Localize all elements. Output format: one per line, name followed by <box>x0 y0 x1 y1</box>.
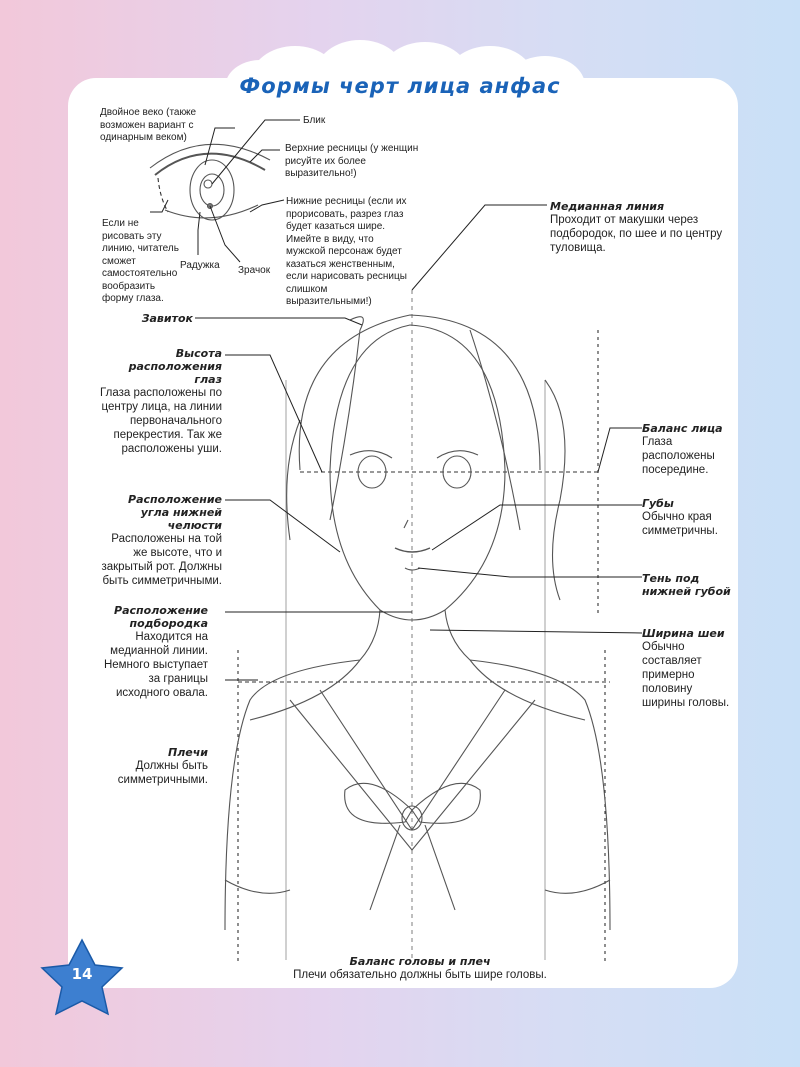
page-number: 14 <box>71 965 93 983</box>
label-chin: Расположение подбородка Находится на мед… <box>98 604 208 700</box>
label-median-line: Медианная линия Проходит от макушки чере… <box>550 200 730 255</box>
face-balance-heading: Баланс лица <box>642 422 723 435</box>
cloud-bump <box>505 56 585 116</box>
label-double-lid: Двойное веко (также возможен вариант с о… <box>100 107 197 143</box>
label-lip-shadow: Тень под нижней губой <box>642 572 732 598</box>
label-eye-height: Высота расположения глаз Глаза расположе… <box>98 347 222 456</box>
label-neck: Ширина шеи Обычно составляет примерно по… <box>642 627 732 710</box>
label-pupil: Зрачок <box>238 265 271 276</box>
jaw-text: Расположены на той же высоте, что и закр… <box>101 533 222 587</box>
eye-height-text: Глаза расположены по центру лица, на лин… <box>100 387 222 455</box>
page-title: Формы черт лица анфас <box>239 74 561 98</box>
label-head-shoulder-balance: Баланс головы и плеч Плечи обязательно д… <box>270 955 570 982</box>
label-iris: Радужка <box>180 260 220 271</box>
lips-text: Обычно края симметричны. <box>642 511 718 537</box>
label-highlight: Блик <box>303 115 326 126</box>
neck-heading: Ширина шеи <box>642 627 725 640</box>
chin-heading: Расположение подбородка <box>114 604 208 630</box>
cloud-bump <box>225 60 295 115</box>
shoulders-text: Должны быть симметричными. <box>117 760 208 786</box>
label-no-line: Если не рисовать эту линию, читатель смо… <box>102 218 179 304</box>
label-curl: Завиток <box>100 312 193 325</box>
label-face-balance: Баланс лица Глаза расположены посередине… <box>642 422 737 477</box>
label-shoulders: Плечи Должны быть симметричными. <box>98 746 208 787</box>
label-lips: Губы Обычно края симметричны. <box>642 497 737 538</box>
neck-text: Обычно составляет примерно половину шири… <box>642 641 730 709</box>
label-jaw: Расположение угла нижней челюсти Располо… <box>98 493 222 588</box>
face-balance-text: Глаза расположены посередине. <box>642 436 715 476</box>
chin-text: Находится на медианной линии. Немного вы… <box>103 631 208 699</box>
label-lower-lashes: Нижние ресницы (если их прорисовать, раз… <box>286 196 407 307</box>
median-text: Проходит от макушки через подбородок, по… <box>550 214 723 254</box>
content-panel <box>68 78 738 988</box>
eye-diagram <box>149 143 271 221</box>
head-shoulder-heading: Баланс головы и плеч <box>349 955 491 968</box>
page-star <box>40 938 124 1016</box>
lip-shadow-heading: Тень под нижней губой <box>642 572 731 598</box>
curl-heading: Завиток <box>141 312 193 325</box>
eye-height-heading: Высота расположения глаз <box>128 347 222 386</box>
jaw-heading: Расположение угла нижней челюсти <box>128 493 222 532</box>
head-shoulder-text: Плечи обязательно должны быть шире голов… <box>293 969 547 981</box>
shoulders-heading: Плечи <box>168 746 208 759</box>
label-upper-lashes: Верхние ресницы (у женщин рисуйте их бол… <box>285 143 419 179</box>
median-heading: Медианная линия <box>550 200 665 213</box>
lips-heading: Губы <box>642 497 674 510</box>
